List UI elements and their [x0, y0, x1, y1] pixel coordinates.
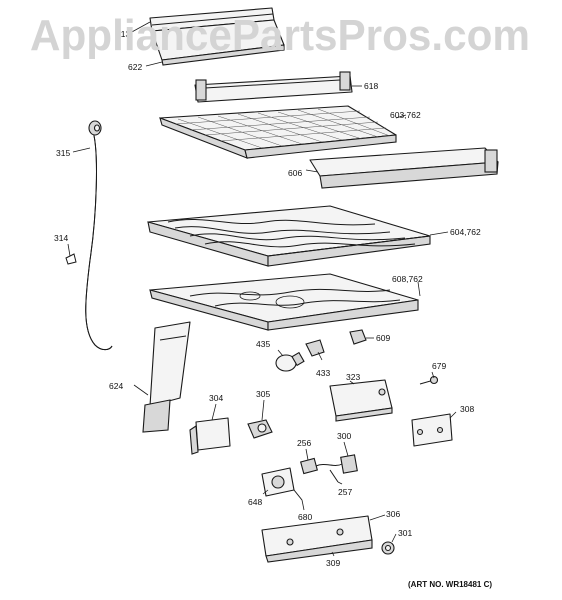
leader-lines: [67, 21, 457, 557]
callout-604: 604,762: [450, 227, 481, 237]
part-680-fastener[interactable]: [293, 489, 303, 501]
callout-648: 648: [248, 497, 262, 507]
callout-433: 433: [316, 368, 330, 378]
part-435-bulb[interactable]: [275, 351, 305, 372]
watermark: AppliancePartsPros.com: [30, 11, 530, 60]
part-608-shelf[interactable]: [149, 273, 419, 331]
callout-680: 680: [298, 512, 312, 522]
callout-603: 603,762: [390, 110, 421, 120]
callout-306: 306: [386, 509, 400, 519]
art-number: (ART NO. WR18481 C): [408, 580, 492, 589]
part-257-wire[interactable]: [329, 469, 339, 483]
callout-624: 624: [109, 381, 123, 391]
callout-323: 323: [346, 372, 360, 382]
callout-608: 608,762: [392, 274, 423, 284]
part-301-knob[interactable]: [381, 541, 395, 555]
part-618-bracket[interactable]: [194, 71, 353, 103]
part-306-bracket[interactable]: [261, 515, 373, 563]
callout-300: 300: [337, 431, 351, 441]
callout-304: 304: [209, 393, 223, 403]
callout-301: 301: [398, 528, 412, 538]
part-648-fan[interactable]: [261, 467, 295, 497]
part-300-switch[interactable]: [315, 454, 358, 474]
callout-613: 613: [116, 29, 130, 39]
callout-679: 679: [432, 361, 446, 371]
callout-256: 256: [297, 438, 311, 448]
callout-305: 305: [256, 389, 270, 399]
part-308-bracket[interactable]: [411, 413, 453, 447]
callout-435: 435: [256, 339, 270, 349]
part-323-housing[interactable]: [329, 379, 393, 422]
callout-606: 606: [288, 168, 302, 178]
callout-314: 314: [54, 233, 68, 243]
part-305-knob[interactable]: [247, 419, 273, 439]
part-609-cap[interactable]: [349, 329, 367, 345]
part-256-switch[interactable]: [300, 457, 318, 475]
part-603-shelf[interactable]: [159, 105, 397, 159]
part-315-tube[interactable]: [85, 120, 113, 351]
part-679-screw[interactable]: [419, 375, 439, 385]
part-314-clip[interactable]: [65, 253, 77, 265]
part-624-duct[interactable]: [142, 321, 191, 433]
callout-257: 257: [338, 487, 352, 497]
callout-622: 622: [128, 62, 142, 72]
callout-618: 618: [364, 81, 378, 91]
part-604-shelf[interactable]: [147, 205, 431, 267]
callout-309: 309: [326, 558, 340, 568]
callout-labels: 613 622 618 603,762 606 315 314 604,762 …: [54, 29, 481, 568]
callout-308: 308: [460, 404, 474, 414]
callout-315: 315: [56, 148, 70, 158]
part-304-box[interactable]: [189, 417, 231, 455]
part-606-trim[interactable]: [309, 147, 499, 189]
part-622-cover[interactable]: [151, 19, 285, 66]
callout-609: 609: [376, 333, 390, 343]
part-433-socket[interactable]: [305, 339, 325, 357]
